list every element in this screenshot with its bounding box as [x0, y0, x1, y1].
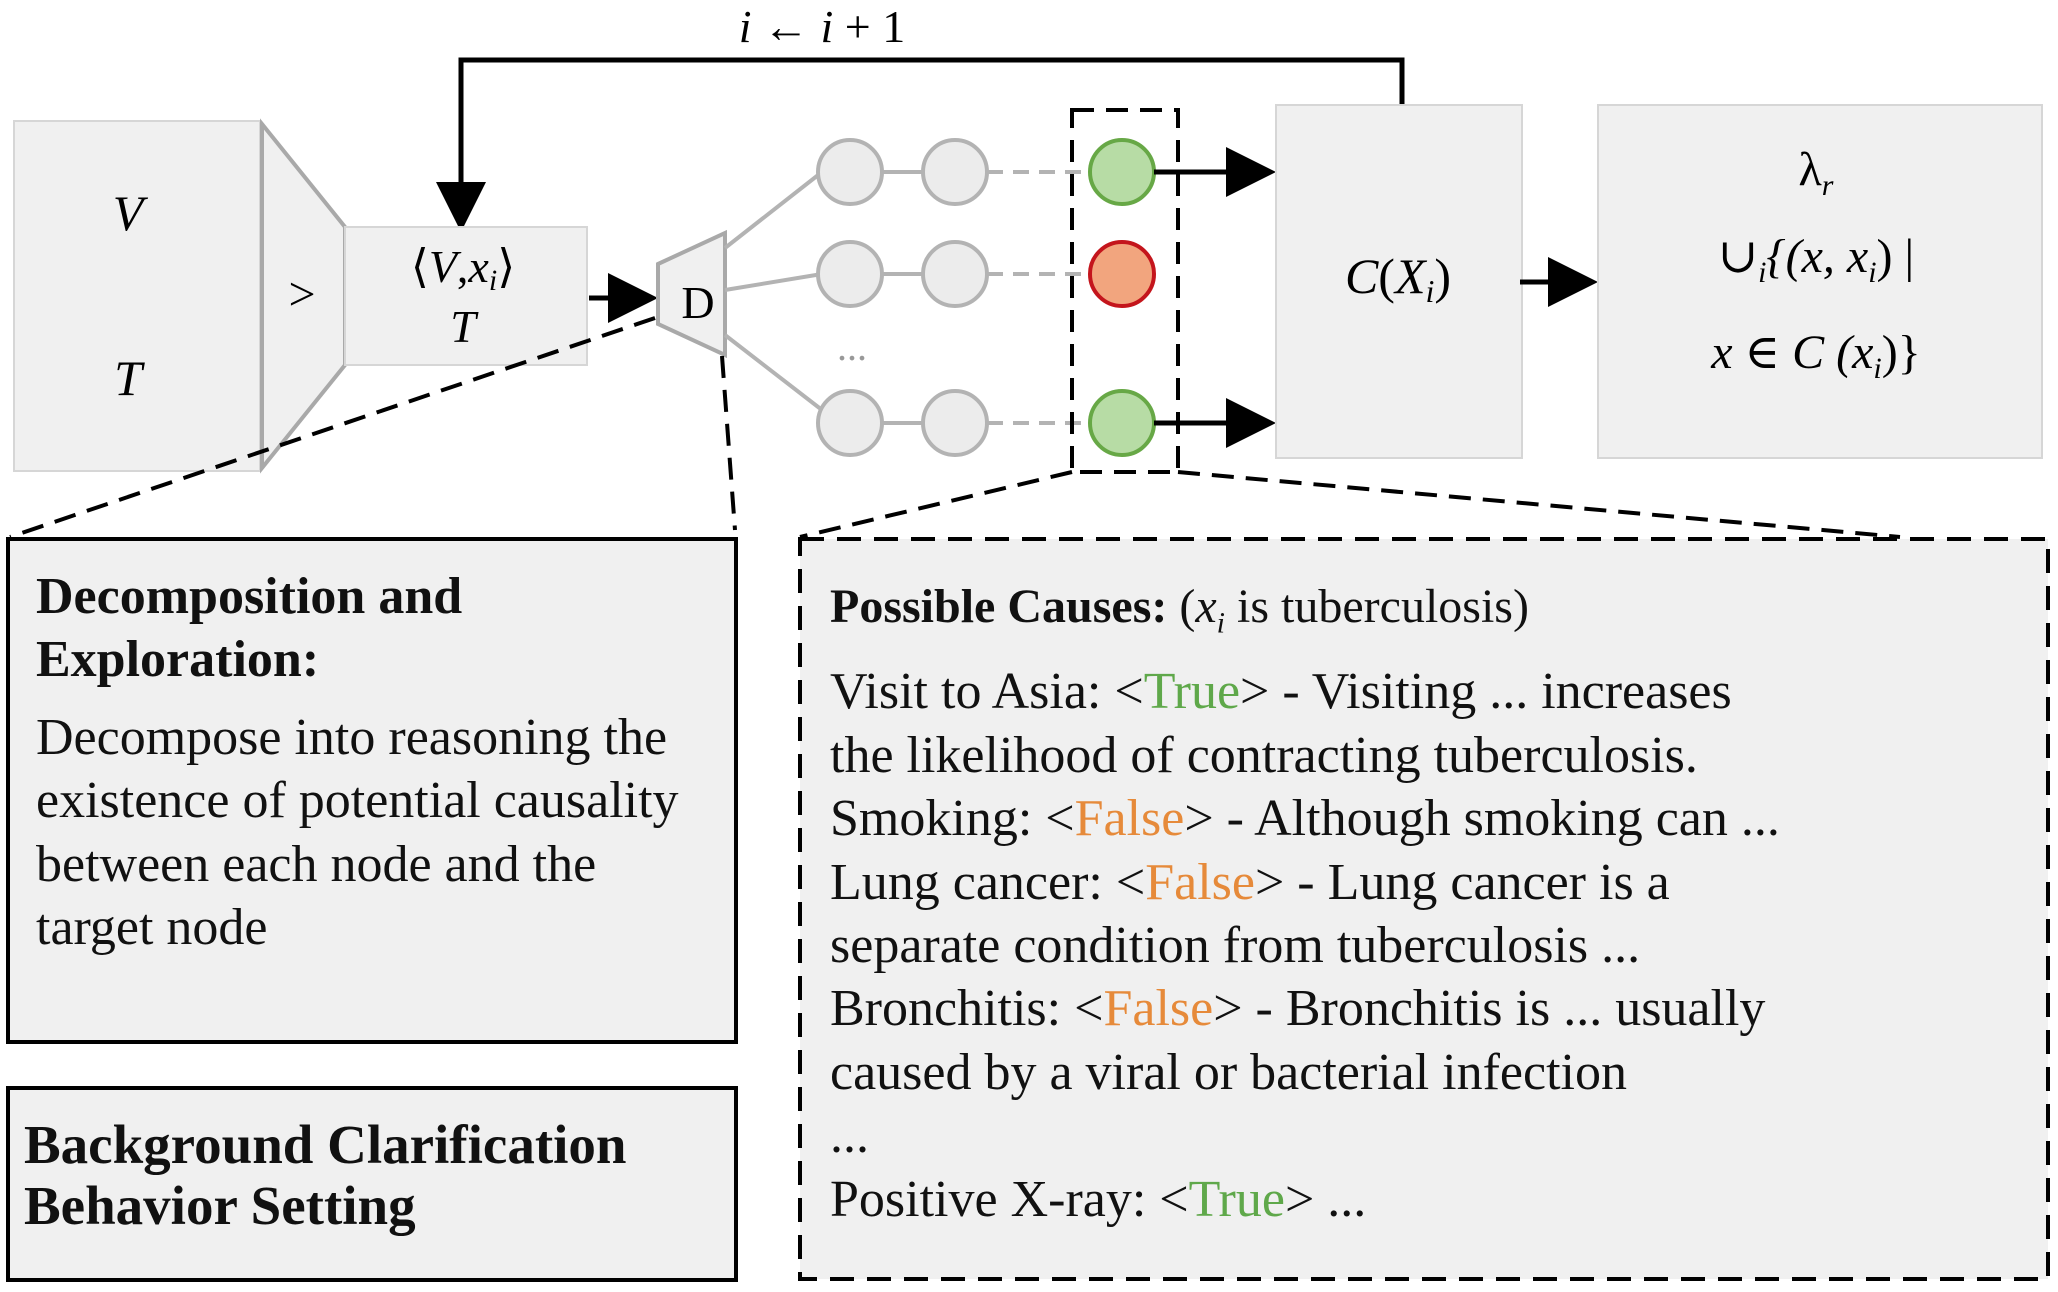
node-row3-b	[921, 389, 989, 457]
pair-line1: ⟨V,xi⟩	[411, 241, 515, 297]
zoom-line-left-b	[720, 355, 737, 531]
node-row1-result	[1088, 138, 1156, 206]
node-row2-result	[1088, 240, 1156, 308]
node-row1-b	[921, 138, 989, 206]
cause-line-value: True	[1188, 1170, 1285, 1228]
pair-line2: T	[450, 301, 479, 352]
cause-line: the likelihood of contracting tuberculos…	[830, 724, 2040, 787]
cause-line: Lung cancer: <False> - Lung cancer is a	[830, 851, 2040, 914]
cause-line-pre: separate condition from tuberculosis ...	[830, 916, 1641, 974]
causes-title-row: Possible Causes: (xi is tuberculosis)	[830, 578, 2040, 642]
zoom-line-left-a	[9, 316, 656, 539]
cause-box	[1275, 104, 1523, 459]
decomposition-title: Decomposition and Exploration:	[36, 568, 463, 689]
decomposition-panel	[6, 537, 738, 1044]
result-selection-box	[1070, 108, 1180, 474]
fan-line-top	[723, 170, 824, 250]
fan-line-mid	[724, 272, 823, 292]
result-box	[1597, 104, 2043, 459]
funnel-gt-symbol: >	[288, 268, 315, 321]
cause-line-pre: ...	[830, 1107, 869, 1165]
cause-box-label: C(Xi)	[1345, 248, 1451, 309]
background-panel-text: Background Clarification Behavior Settin…	[24, 1114, 729, 1236]
cause-line-pre: caused by a viral or bacterial infection	[830, 1043, 1627, 1101]
causes-lines: Visit to Asia: <True> - Visiting ... inc…	[830, 660, 2040, 1231]
causes-title: Possible Causes:	[830, 580, 1168, 633]
cause-line: Bronchitis: <False> - Bronchitis is ... …	[830, 977, 2040, 1040]
cause-line-post: > ...	[1284, 1170, 1367, 1228]
background-panel	[6, 1086, 738, 1282]
cause-line: Visit to Asia: <True> - Visiting ... inc…	[830, 660, 2040, 723]
cause-line-pre: Positive X-ray: <	[830, 1170, 1189, 1228]
causes-panel-text: Possible Causes: (xi is tuberculosis) Vi…	[830, 578, 2040, 1231]
input-t: T	[114, 350, 145, 406]
rows-ellipsis: ...	[837, 324, 867, 369]
causes-title-x: x	[1195, 580, 1217, 633]
node-row2-b	[921, 240, 989, 308]
cause-line: separate condition from tuberculosis ...	[830, 914, 2040, 977]
decompose-label: D	[681, 277, 714, 328]
result-union-line: ∪i{(x, xi) |	[1718, 230, 1914, 289]
causes-title-rest: is tuberculosis)	[1225, 580, 1529, 633]
cause-line: caused by a viral or bacterial infection	[830, 1041, 2040, 1104]
causes-title-paren: (	[1179, 580, 1196, 633]
cause-line: Positive X-ray: <True> ...	[830, 1168, 2040, 1231]
cause-line-value: True	[1143, 663, 1241, 721]
cause-line-pre: Lung cancer: <	[830, 853, 1146, 911]
causes-title-sub: i	[1216, 606, 1225, 640]
decomposition-panel-text: Decomposition and Exploration: Decompose…	[36, 565, 726, 960]
result-lambda: λr	[1799, 143, 1834, 202]
cause-line-value: False	[1103, 980, 1214, 1038]
input-v: V	[113, 185, 149, 241]
input-box	[13, 120, 261, 472]
pair-box	[344, 226, 588, 366]
loop-label: i ← i + 1	[739, 1, 906, 52]
cause-line: ...	[830, 1104, 2040, 1167]
zoom-line-right-a	[799, 470, 1073, 539]
cause-line-value: False	[1145, 853, 1255, 911]
fan-line-bottom	[723, 333, 824, 412]
background-title-line2: Behavior Setting	[24, 1174, 416, 1236]
cause-line-pre: the likelihood of contracting tuberculos…	[830, 726, 1698, 784]
cause-line-pre: Smoking: <	[830, 790, 1075, 848]
cause-line-pre: Visit to Asia: <	[830, 663, 1144, 721]
cause-line: Smoking: <False> - Although smoking can …	[830, 787, 2040, 850]
cause-line-post: > - Visiting ... increases	[1240, 663, 1732, 721]
causes-panel	[798, 537, 2050, 1281]
node-row1-a	[816, 138, 884, 206]
decomposition-body: Decompose into reasoning the existence o…	[36, 708, 679, 957]
node-row2-a	[816, 240, 884, 308]
cause-line-post: > - Bronchitis is ... usually	[1213, 980, 1766, 1038]
node-row3-a	[816, 389, 884, 457]
cause-line-post: > - Although smoking can ...	[1184, 790, 1780, 848]
zoom-line-right-b	[1177, 470, 1901, 539]
loop-arrow	[436, 57, 1405, 232]
decompose-node	[656, 229, 727, 359]
cause-line-pre: Bronchitis: <	[830, 980, 1104, 1038]
result-member-line: x ∈ C (xi)}	[1710, 326, 1921, 385]
cause-line-post: > - Lung cancer is a	[1254, 853, 1670, 911]
node-row3-result	[1088, 389, 1156, 457]
cause-line-value: False	[1074, 790, 1185, 848]
background-title-line1: Background Clarification	[24, 1114, 627, 1175]
